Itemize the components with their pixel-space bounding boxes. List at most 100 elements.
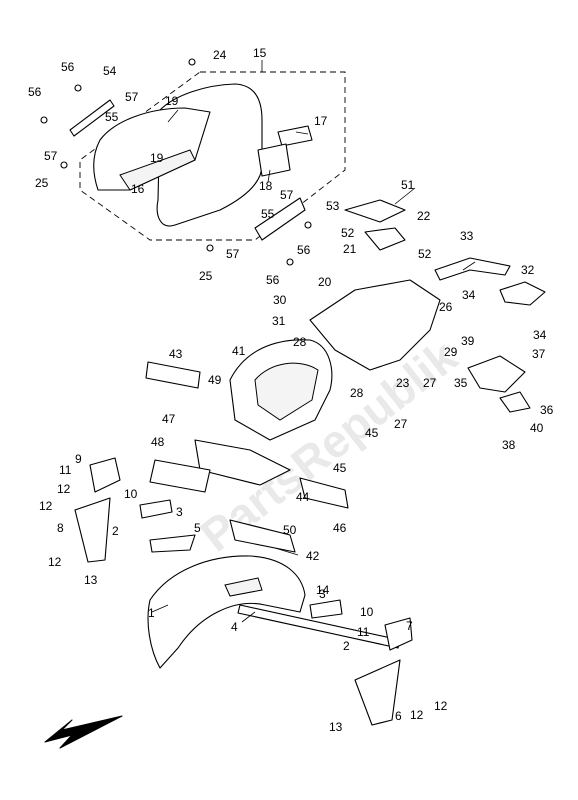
callout-25: 25 bbox=[35, 176, 49, 190]
callout-52: 52 bbox=[418, 247, 432, 261]
callout-56: 56 bbox=[61, 60, 75, 74]
callout-18: 18 bbox=[259, 179, 273, 193]
callout-56: 56 bbox=[28, 85, 42, 99]
clip-5 bbox=[149, 534, 196, 553]
callout-11: 11 bbox=[59, 463, 72, 477]
callout-57: 57 bbox=[125, 90, 139, 104]
callout-20: 20 bbox=[318, 275, 332, 289]
fender-emblem bbox=[224, 577, 263, 597]
clamp-3-right bbox=[309, 599, 343, 619]
callout-12: 12 bbox=[48, 555, 62, 569]
callout-50: 50 bbox=[283, 523, 297, 537]
callout-10: 10 bbox=[124, 487, 138, 501]
callout-26: 26 bbox=[439, 300, 453, 314]
seat-assembly-group bbox=[40, 58, 346, 266]
callout-55: 55 bbox=[105, 110, 119, 124]
callout-14: 14 bbox=[316, 583, 330, 597]
seat-group-dashed-outline bbox=[79, 71, 346, 241]
callout-40: 40 bbox=[530, 421, 544, 435]
front-fender-1 bbox=[147, 555, 306, 669]
seat-front-section bbox=[93, 107, 211, 191]
callout-54: 54 bbox=[103, 64, 117, 78]
callout-2: 2 bbox=[343, 639, 350, 653]
callout-13: 13 bbox=[329, 720, 343, 734]
clamp-3-left bbox=[139, 499, 173, 519]
callout-3: 3 bbox=[319, 587, 326, 601]
callout-23: 23 bbox=[396, 376, 410, 390]
callout-28: 28 bbox=[293, 335, 307, 349]
callout-38: 38 bbox=[502, 438, 516, 452]
callout-3: 3 bbox=[176, 505, 183, 519]
callout-48: 48 bbox=[151, 435, 165, 449]
front-fender-group bbox=[74, 457, 413, 726]
bracket-8 bbox=[74, 497, 111, 563]
callout-24: 24 bbox=[213, 48, 227, 62]
callout-46: 46 bbox=[333, 521, 347, 535]
callout-7: 7 bbox=[406, 619, 413, 633]
callout-25: 25 bbox=[199, 269, 213, 283]
callout-6: 6 bbox=[395, 709, 402, 723]
bracket-6 bbox=[354, 659, 401, 726]
callout-36: 36 bbox=[540, 403, 554, 417]
callout-57: 57 bbox=[280, 188, 294, 202]
front-direction-arrow-icon bbox=[44, 715, 123, 749]
callout-5: 5 bbox=[194, 521, 201, 535]
seat-side-strip bbox=[119, 149, 196, 191]
callout-51: 51 bbox=[401, 178, 415, 192]
callout-15: 15 bbox=[253, 46, 267, 60]
callout-29: 29 bbox=[444, 345, 458, 359]
callout-41: 41 bbox=[232, 344, 246, 358]
callout-42: 42 bbox=[306, 549, 320, 563]
callout-27: 27 bbox=[394, 417, 408, 431]
bolt-56-bottom bbox=[286, 258, 294, 266]
callout-32: 32 bbox=[521, 263, 535, 277]
callout-labels: 1 2 2 3 3 4 5 6 7 8 9 10 10 11 11 12 12 … bbox=[28, 46, 554, 734]
callout-16: 16 bbox=[131, 182, 145, 196]
callout-31: 31 bbox=[272, 314, 286, 328]
plate-40 bbox=[499, 391, 531, 413]
callout-28: 28 bbox=[350, 386, 364, 400]
callout-8: 8 bbox=[57, 521, 64, 535]
callout-45: 45 bbox=[333, 461, 347, 475]
strip-42 bbox=[229, 519, 296, 553]
callout-19: 19 bbox=[165, 94, 179, 108]
strip-43 bbox=[145, 361, 201, 389]
callout-22: 22 bbox=[417, 209, 431, 223]
seat-strap-53 bbox=[254, 197, 306, 241]
callout-56: 56 bbox=[266, 273, 280, 287]
callout-12: 12 bbox=[39, 499, 53, 513]
callout-39: 39 bbox=[461, 334, 475, 348]
callout-37: 37 bbox=[532, 347, 546, 361]
callout-13: 13 bbox=[84, 573, 98, 587]
callout-12: 12 bbox=[434, 699, 448, 713]
callout-17: 17 bbox=[314, 114, 328, 128]
callout-12: 12 bbox=[57, 482, 71, 496]
bolt-25-left bbox=[60, 161, 68, 169]
rear-fender-20 bbox=[309, 279, 441, 371]
reflector-7 bbox=[384, 617, 413, 651]
callout-2: 2 bbox=[112, 524, 119, 538]
cover-48 bbox=[149, 459, 211, 493]
callout-1: 1 bbox=[148, 606, 155, 620]
cover-46 bbox=[299, 477, 349, 509]
callout-34: 34 bbox=[462, 288, 476, 302]
bracket-32 bbox=[499, 281, 546, 306]
rear-fender-group bbox=[145, 199, 546, 553]
inner-fender-recess bbox=[254, 362, 319, 421]
callout-47: 47 bbox=[162, 412, 176, 426]
callout-12: 12 bbox=[410, 708, 424, 722]
bolt-24 bbox=[188, 58, 196, 66]
bracket-51 bbox=[344, 199, 406, 223]
callout-57: 57 bbox=[44, 149, 58, 163]
seat-pad-18 bbox=[257, 143, 291, 177]
callout-11: 11 bbox=[357, 625, 370, 639]
callout-33: 33 bbox=[460, 229, 474, 243]
callout-45: 45 bbox=[365, 426, 379, 440]
bolt-25-bottom bbox=[206, 244, 214, 252]
callout-49: 49 bbox=[208, 373, 222, 387]
callout-21: 21 bbox=[343, 242, 357, 256]
callout-27: 27 bbox=[423, 376, 437, 390]
leader-lines bbox=[151, 60, 476, 623]
callout-57: 57 bbox=[226, 247, 240, 261]
